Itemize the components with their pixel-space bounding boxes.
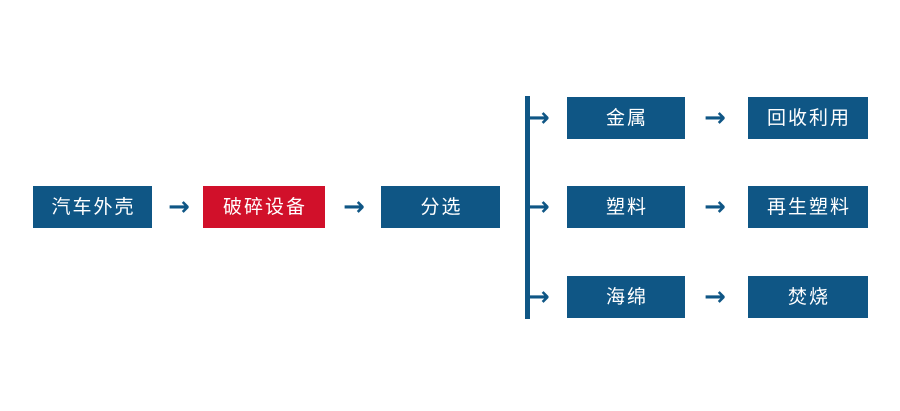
arrow-icon-shredder-to-sorting: → [343,192,365,222]
node-shredder[interactable]: 破碎设备 [203,186,325,228]
node-regenerated-plastic-label: 再生塑料 [766,196,851,218]
node-car-shell-label: 汽车外壳 [51,196,136,218]
node-metal-label: 金属 [605,107,648,129]
node-incineration-label: 焚烧 [787,286,830,308]
arrow-icon-bus-to-sponge: → [528,282,550,312]
arrow-icon-plastic-to-regenerated: → [704,192,726,222]
node-regenerated-plastic[interactable]: 再生塑料 [748,186,868,228]
node-sorting-label: 分选 [420,196,463,218]
arrow-icon-car-to-shredder: → [168,192,190,222]
node-shredder-label: 破碎设备 [222,196,307,218]
node-car-shell[interactable]: 汽车外壳 [33,186,152,228]
arrow-icon-metal-to-recycle: → [704,103,726,133]
arrow-icon-bus-to-plastic: → [528,192,550,222]
node-incineration[interactable]: 焚烧 [748,276,868,318]
arrow-icon-sponge-to-incineration: → [704,282,726,312]
arrow-icon-bus-to-metal: → [528,103,550,133]
branch-bus-line [525,96,530,319]
node-sorting[interactable]: 分选 [381,186,500,228]
node-sponge-label: 海绵 [605,286,648,308]
node-recycle-reuse[interactable]: 回收利用 [748,97,868,139]
node-sponge[interactable]: 海绵 [567,276,685,318]
node-plastic-label: 塑料 [605,196,648,218]
node-recycle-reuse-label: 回收利用 [766,107,851,129]
node-plastic[interactable]: 塑料 [567,186,685,228]
node-metal[interactable]: 金属 [567,97,685,139]
